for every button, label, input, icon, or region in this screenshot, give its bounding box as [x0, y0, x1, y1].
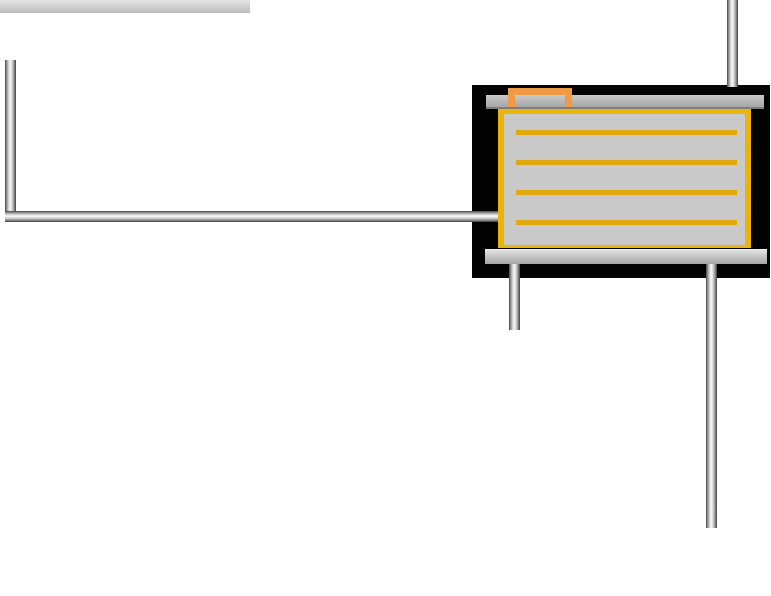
- plate-stack: [504, 114, 745, 245]
- pipe-left-horizontal: [5, 211, 505, 222]
- plate-stripe: [516, 130, 737, 135]
- pipe-top-right: [727, 0, 738, 87]
- pipe-left-vertical: [5, 60, 16, 222]
- pipe-bottom-right: [706, 255, 717, 528]
- cell-base-plate: [0, 0, 250, 13]
- plate-stripe: [516, 160, 737, 165]
- plate-stripe: [516, 190, 737, 195]
- pipe-bottom-left: [509, 255, 520, 330]
- element-cell: [498, 109, 751, 248]
- bottom-plate: [485, 249, 767, 264]
- plate-stripe: [516, 220, 737, 225]
- clamp-bracket-icon: [508, 88, 572, 107]
- top-plate: [486, 95, 764, 109]
